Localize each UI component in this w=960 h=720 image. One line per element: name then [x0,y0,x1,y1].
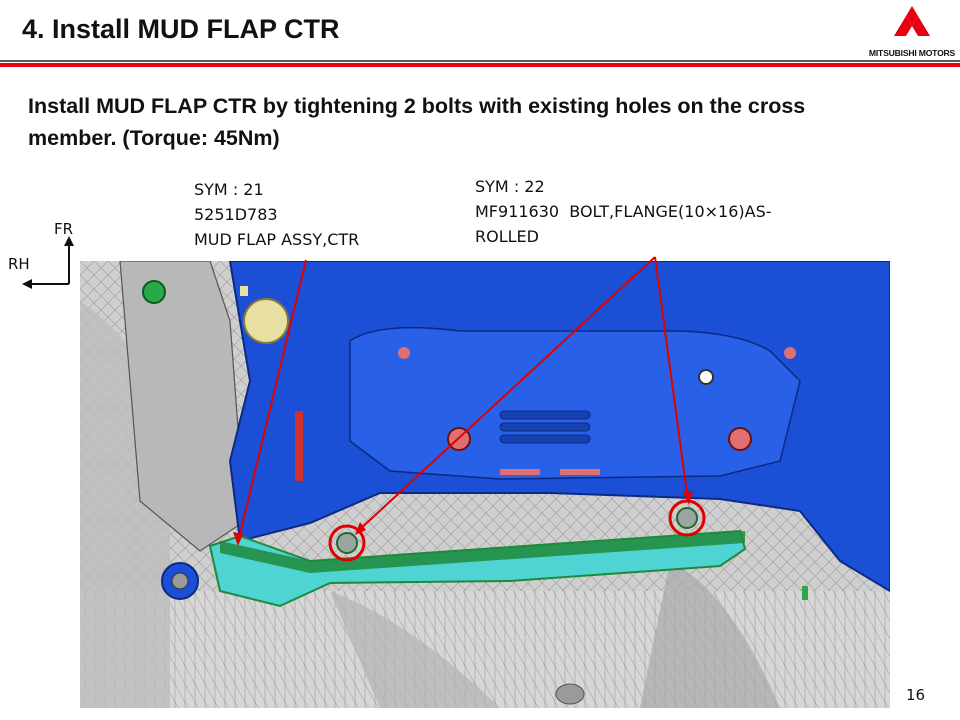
mud-flap-sym: SYM : 21 [194,180,264,199]
direction-right-label: RH [8,255,30,273]
page-number: 16 [906,686,926,704]
bolt-description: MF911630 BOLT,FLANGE(10×16)AS- [475,202,772,221]
header-rule-red [0,63,960,67]
orientation-arrows-icon [22,236,74,289]
side-member [119,261,246,552]
assembly-diagram [80,261,890,708]
instruction-line-1: Install MUD FLAP CTR by tightening 2 bol… [28,94,806,118]
bolt-left [328,524,366,562]
mud-flap-part-name: MUD FLAP ASSY,CTR [194,230,360,249]
bolt-sym: SYM : 22 [475,177,545,196]
direction-front-label: FR [54,220,74,238]
instruction-text: Install MUD FLAP CTR by tightening 2 bol… [28,90,928,154]
mud-flap-part-number: 5251D783 [194,205,278,224]
brand-name: MITSUBISHI MOTORS [868,48,956,58]
bolt-description-cont: ROLLED [475,227,539,246]
instruction-line-2: member. (Torque: 45Nm) [28,126,280,150]
slide-title: 4. Install MUD FLAP CTR [22,14,340,44]
three-diamond-icon [894,6,930,36]
mitsubishi-logo: MITSUBISHI MOTORS [864,6,960,64]
header-rule-dark [0,60,960,62]
bolt-callout: SYM : 22 MF911630 BOLT,FLANGE(10×16)AS- RO… [475,174,772,249]
